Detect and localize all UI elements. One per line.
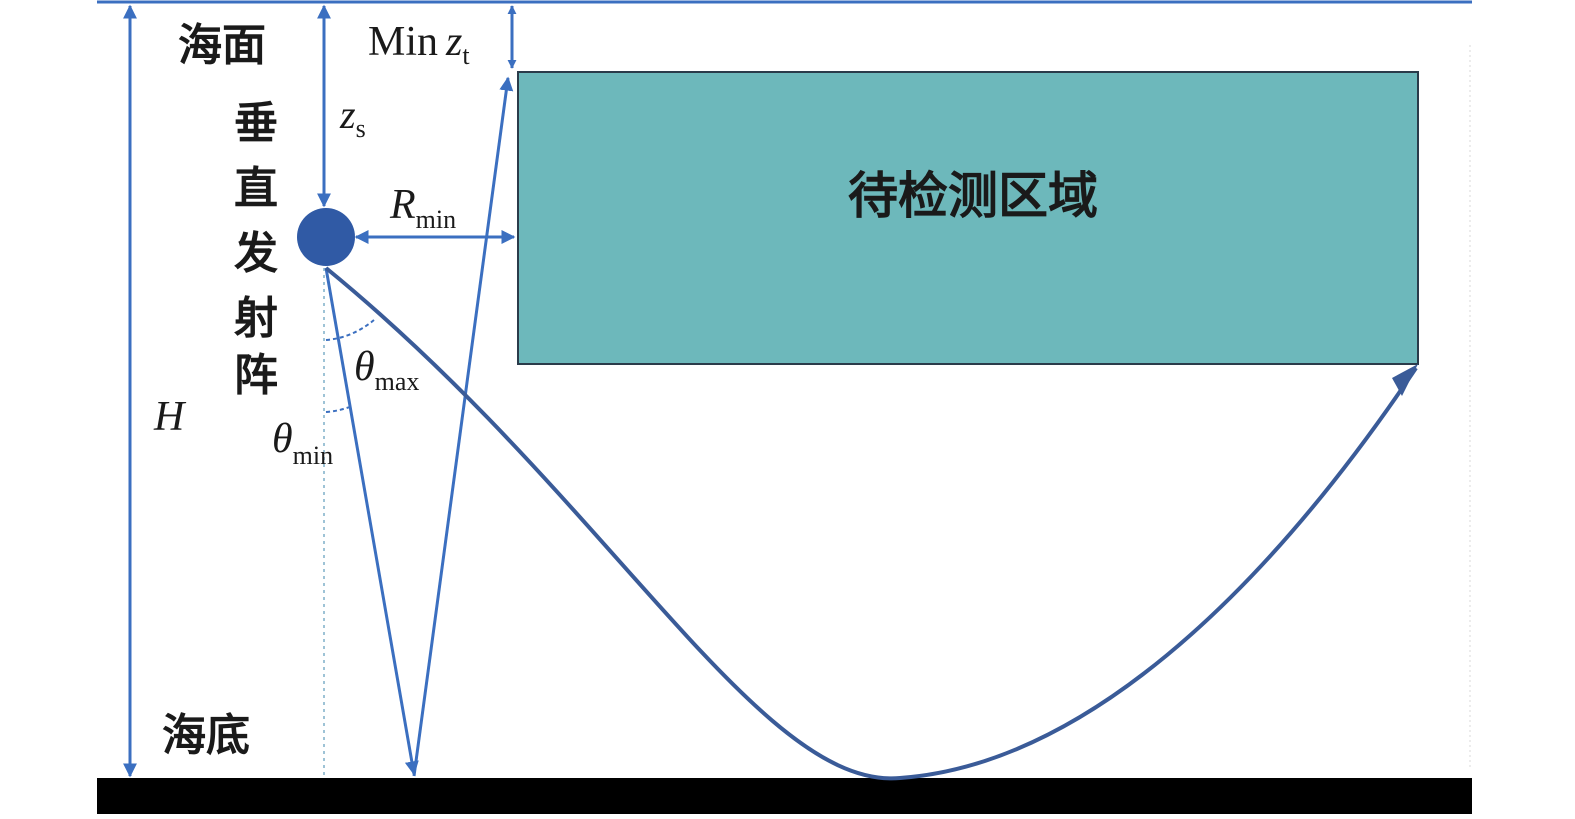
min-target-symbol: z [445, 19, 462, 65]
min-target-subscript: t [462, 41, 470, 70]
theta-min-arc [325, 405, 353, 413]
theta-max-arc [325, 319, 375, 341]
depth-h-label: H [153, 394, 187, 440]
theta-min-subscript: min [293, 441, 333, 470]
source-depth-label: zs [339, 92, 366, 143]
ray-theta-min [324, 267, 419, 776]
array-label-char-5: 阵 [234, 350, 278, 401]
array-label-char-2: 直 [234, 163, 278, 214]
vertical-array-source [297, 208, 355, 266]
theta-max-subscript: max [375, 367, 420, 396]
seabed-label: 海底 [162, 710, 250, 761]
source-depth-subscript: s [356, 114, 366, 143]
min-range-label: Rmin [389, 182, 456, 234]
array-label-char-1: 垂 [234, 98, 278, 149]
source-depth-symbol: z [339, 92, 356, 137]
min-range-subscript: min [416, 205, 456, 234]
detection-region-label: 待检测区域 [848, 166, 1098, 225]
array-label-char-4: 射 [234, 293, 278, 344]
sea-surface-label: 海面 [178, 20, 266, 71]
ray-bottom-reflected [412, 76, 514, 777]
min-range-symbol: R [389, 182, 416, 228]
theta-min-label: θmin [272, 416, 333, 470]
theta-min-symbol: θ [272, 416, 293, 462]
detection-region [517, 71, 1419, 365]
min-target-prefix: Min [368, 19, 438, 65]
ray-theta-max-arrowhead [1392, 364, 1418, 396]
theta-max-symbol: θ [354, 344, 375, 390]
array-label-char-3: 发 [234, 228, 278, 279]
theta-max-label: θmax [354, 344, 419, 396]
seabed-bar [97, 778, 1472, 814]
ray-theta-max-curve [324, 266, 1418, 781]
